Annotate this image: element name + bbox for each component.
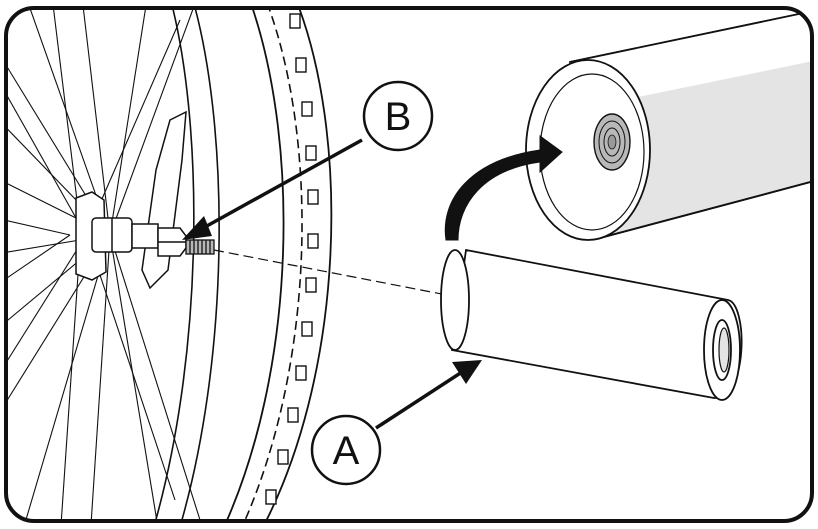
diagram-frame [4, 6, 814, 523]
axle-nut [131, 223, 187, 257]
bicycle-wheel [6, 8, 333, 521]
callout-a-arrowhead [452, 360, 482, 384]
callout-b-label: B [385, 95, 412, 139]
peg-near-end [440, 249, 470, 351]
threaded-hole [593, 113, 631, 171]
axle-thread [185, 239, 215, 255]
peg [440, 248, 743, 401]
callout-a-label: A [333, 429, 360, 473]
peg-end-closeup [525, 8, 812, 241]
callout-b-arrowhead [182, 216, 212, 240]
fork-dropout [141, 110, 187, 290]
rotate-arrow [444, 135, 563, 241]
callout-b-circle [362, 80, 434, 152]
callout-b-leader [195, 138, 363, 234]
wheel-hub [75, 191, 133, 281]
tire-tread [265, 13, 319, 505]
callout-a-circle [310, 414, 382, 486]
alignment-line [213, 249, 453, 297]
callout-a-leader [375, 370, 463, 430]
wheel-tire [217, 8, 285, 521]
